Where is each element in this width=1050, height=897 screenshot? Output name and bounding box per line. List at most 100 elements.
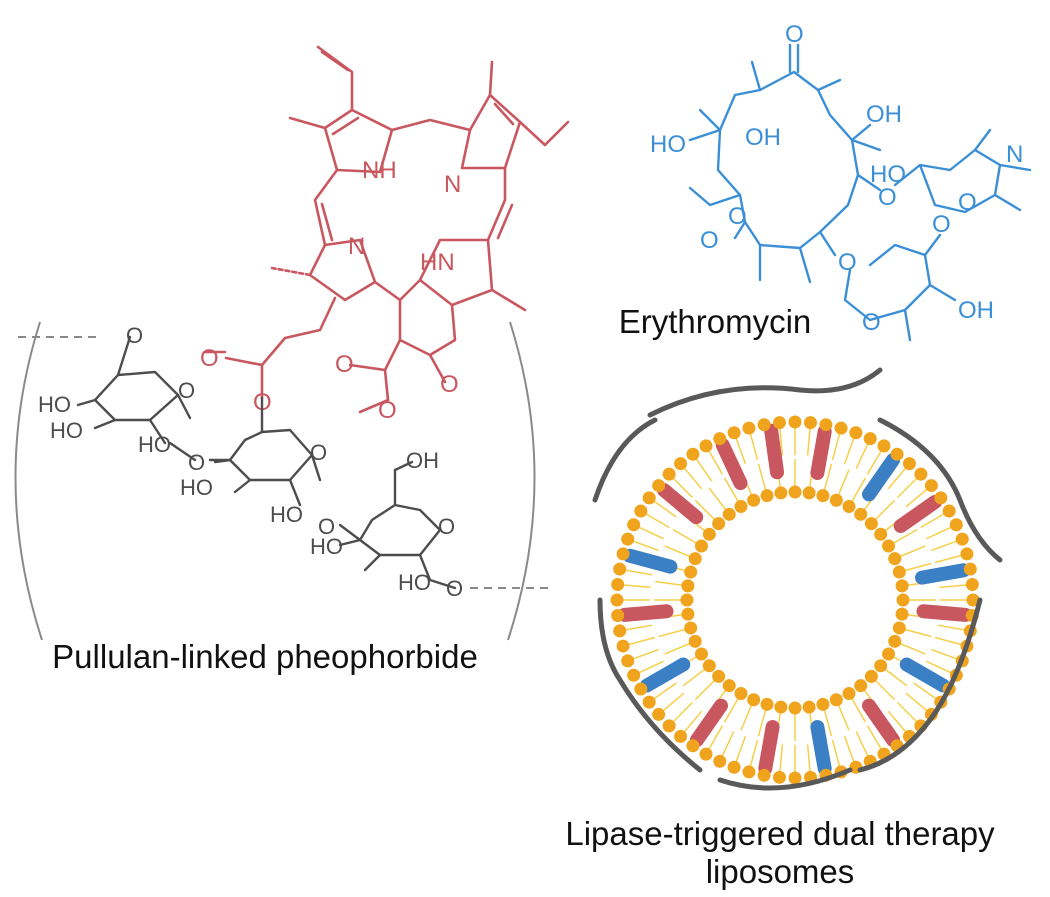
lipid-head-outer bbox=[942, 504, 956, 518]
lipid-head-inner bbox=[774, 700, 788, 714]
lipid-tail-inner bbox=[757, 709, 767, 737]
label-ery-oh-c: OH bbox=[958, 297, 994, 324]
lipid-tail-outer bbox=[695, 458, 713, 482]
lipid-tail-inner bbox=[893, 528, 918, 544]
lipid-head-inner bbox=[842, 499, 856, 513]
lipid-head-outer bbox=[652, 479, 666, 493]
drug-capsule-erythromycin bbox=[639, 657, 691, 693]
label-ery-o-s2: O bbox=[958, 189, 977, 216]
lipid-tail-outer bbox=[708, 450, 724, 475]
label-ho3: HO bbox=[138, 432, 171, 457]
lipid-head-inner bbox=[892, 565, 906, 579]
pullulan-structure bbox=[76, 335, 457, 590]
label-ho1: HO bbox=[38, 392, 71, 417]
left-bracket bbox=[14, 321, 43, 641]
lipid-head-inner bbox=[864, 517, 878, 531]
label-o-top: O bbox=[126, 323, 143, 348]
label-n-left: N bbox=[348, 233, 365, 260]
drug-capsule-pheophorbide bbox=[617, 604, 674, 622]
lipid-tail-outer bbox=[930, 648, 957, 660]
lipid-tail-outer bbox=[662, 692, 685, 712]
lipid-tail-outer bbox=[638, 660, 664, 674]
lipid-head-outer bbox=[642, 491, 656, 505]
pullulan-coating-strand bbox=[592, 417, 658, 503]
lipid-head-inner bbox=[882, 539, 896, 553]
lipid-head-outer bbox=[616, 547, 630, 561]
drug-capsule-pheophorbide bbox=[689, 698, 729, 748]
lipid-tail-outer bbox=[937, 624, 965, 631]
lipid-head-outer bbox=[713, 432, 727, 446]
lipid-tail-outer bbox=[683, 467, 703, 490]
lipid-tail-outer bbox=[708, 725, 724, 750]
lipid-head-inner bbox=[874, 659, 888, 673]
lipid-head-inner bbox=[854, 507, 868, 521]
label-o-ketone: O bbox=[440, 371, 459, 398]
lipid-tail-outer bbox=[831, 433, 841, 461]
drug-capsule-erythromycin bbox=[861, 452, 901, 502]
lipid-tail-outer bbox=[913, 682, 937, 700]
lipid-tail-inner bbox=[875, 680, 896, 701]
lipid-tail-outer bbox=[939, 584, 967, 589]
lipid-head-inner bbox=[842, 687, 856, 701]
lipid-tail-outer bbox=[905, 692, 928, 712]
lipid-tail-outer bbox=[843, 438, 855, 465]
erythromycin-atom-labels: O OH HO OH N HO O O O O O O O OH bbox=[650, 21, 1023, 336]
lipid-head-outer bbox=[727, 760, 741, 774]
lipid-head-inner bbox=[874, 527, 888, 541]
lipid-head-inner bbox=[722, 507, 736, 521]
lipid-tail-outer bbox=[887, 710, 907, 733]
lipid-tail-outer bbox=[866, 450, 882, 475]
lipid-head-inner bbox=[712, 669, 726, 683]
lipid-head-outer bbox=[611, 609, 625, 623]
label-ery-o-link: O bbox=[838, 249, 857, 276]
lipid-tail-inner bbox=[694, 680, 715, 701]
lipid-tail-outer bbox=[866, 725, 882, 750]
lipid-tail-outer bbox=[721, 731, 735, 757]
label-ery-n-amine: N bbox=[1006, 141, 1023, 168]
lipid-head-outer bbox=[788, 415, 802, 429]
label-ery-ho-sugar: HO bbox=[870, 161, 906, 188]
lipid-tail-outer bbox=[843, 735, 855, 762]
lipid-tail-inner bbox=[664, 545, 690, 558]
lipid-head-outer bbox=[960, 547, 974, 561]
lipid-tail-outer bbox=[749, 739, 759, 767]
pullulan-coating-strand bbox=[597, 597, 703, 773]
caption-erythromycin: Erythromycin bbox=[618, 303, 812, 340]
drug-capsule-erythromycin bbox=[622, 548, 678, 574]
lipid-head-outer bbox=[924, 479, 938, 493]
lipid-tail-outer bbox=[633, 540, 660, 552]
lipid-tail-outer bbox=[930, 540, 957, 552]
lipid-head-inner bbox=[684, 565, 698, 579]
lipid-head-outer bbox=[699, 439, 713, 453]
lipid-head-inner bbox=[788, 485, 802, 499]
lipid-head-inner bbox=[702, 659, 716, 673]
lipid-head-inner bbox=[888, 634, 902, 648]
lipid-head-outer bbox=[772, 770, 786, 784]
drug-capsule-pheophorbide bbox=[861, 698, 901, 748]
lipid-tail-inner bbox=[837, 705, 850, 731]
label-ery-o-methoxy: O bbox=[932, 211, 951, 238]
drug-capsule-pheophorbide bbox=[916, 604, 973, 622]
label-ery-o-ketone: O bbox=[785, 21, 804, 48]
drug-capsule-erythromycin bbox=[899, 657, 951, 693]
lipid-head-inner bbox=[760, 697, 774, 711]
lipid-head-inner bbox=[788, 701, 802, 715]
lipid-tail-inner bbox=[904, 628, 932, 638]
lipid-head-outer bbox=[965, 577, 979, 591]
lipid-head-inner bbox=[816, 697, 830, 711]
caption-liposome: Lipase-triggered dual therapy liposomes bbox=[540, 815, 1020, 891]
lipid-head-inner bbox=[734, 499, 748, 513]
lipid-head-outer bbox=[955, 532, 969, 546]
label-n-right: N bbox=[444, 171, 461, 198]
lipid-tail-outer bbox=[887, 467, 907, 490]
lipid-tail-outer bbox=[735, 438, 747, 465]
lipid-head-outer bbox=[727, 426, 741, 440]
lipid-tail-outer bbox=[683, 710, 703, 733]
lipid-tail-outer bbox=[806, 428, 811, 456]
lipid-head-inner bbox=[694, 647, 708, 661]
lipid-head-outer bbox=[757, 768, 771, 782]
lipid-head-outer bbox=[699, 747, 713, 761]
lipid-head-inner bbox=[829, 493, 843, 507]
lipid-head-outer bbox=[963, 562, 977, 576]
